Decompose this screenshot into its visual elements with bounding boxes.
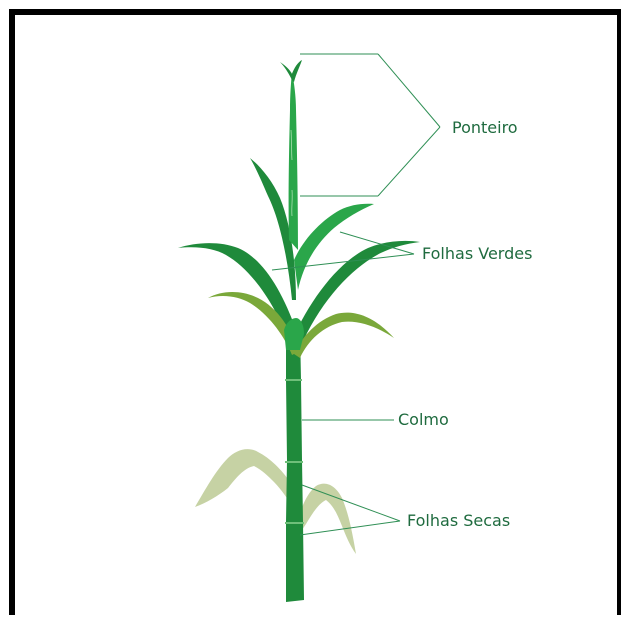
dry-leaves xyxy=(195,449,356,554)
dry-leaf-left xyxy=(195,449,295,508)
label-folhas-secas: Folhas Secas xyxy=(407,511,510,530)
label-colmo: Colmo xyxy=(398,410,449,429)
leader-ponteiro-diag-bottom xyxy=(378,127,440,196)
labels: Ponteiro Folhas Verdes Colmo Folhas Seca… xyxy=(398,118,532,530)
green-leaves xyxy=(178,158,420,358)
shoot-tip xyxy=(280,60,302,82)
stalk xyxy=(285,330,304,602)
shoot-body xyxy=(289,72,298,250)
leader-ponteiro-diag-top xyxy=(378,54,440,127)
label-folhas-verdes: Folhas Verdes xyxy=(422,244,532,263)
light-leaf-left xyxy=(208,292,298,355)
stalk-body xyxy=(286,330,304,602)
label-ponteiro: Ponteiro xyxy=(452,118,518,137)
